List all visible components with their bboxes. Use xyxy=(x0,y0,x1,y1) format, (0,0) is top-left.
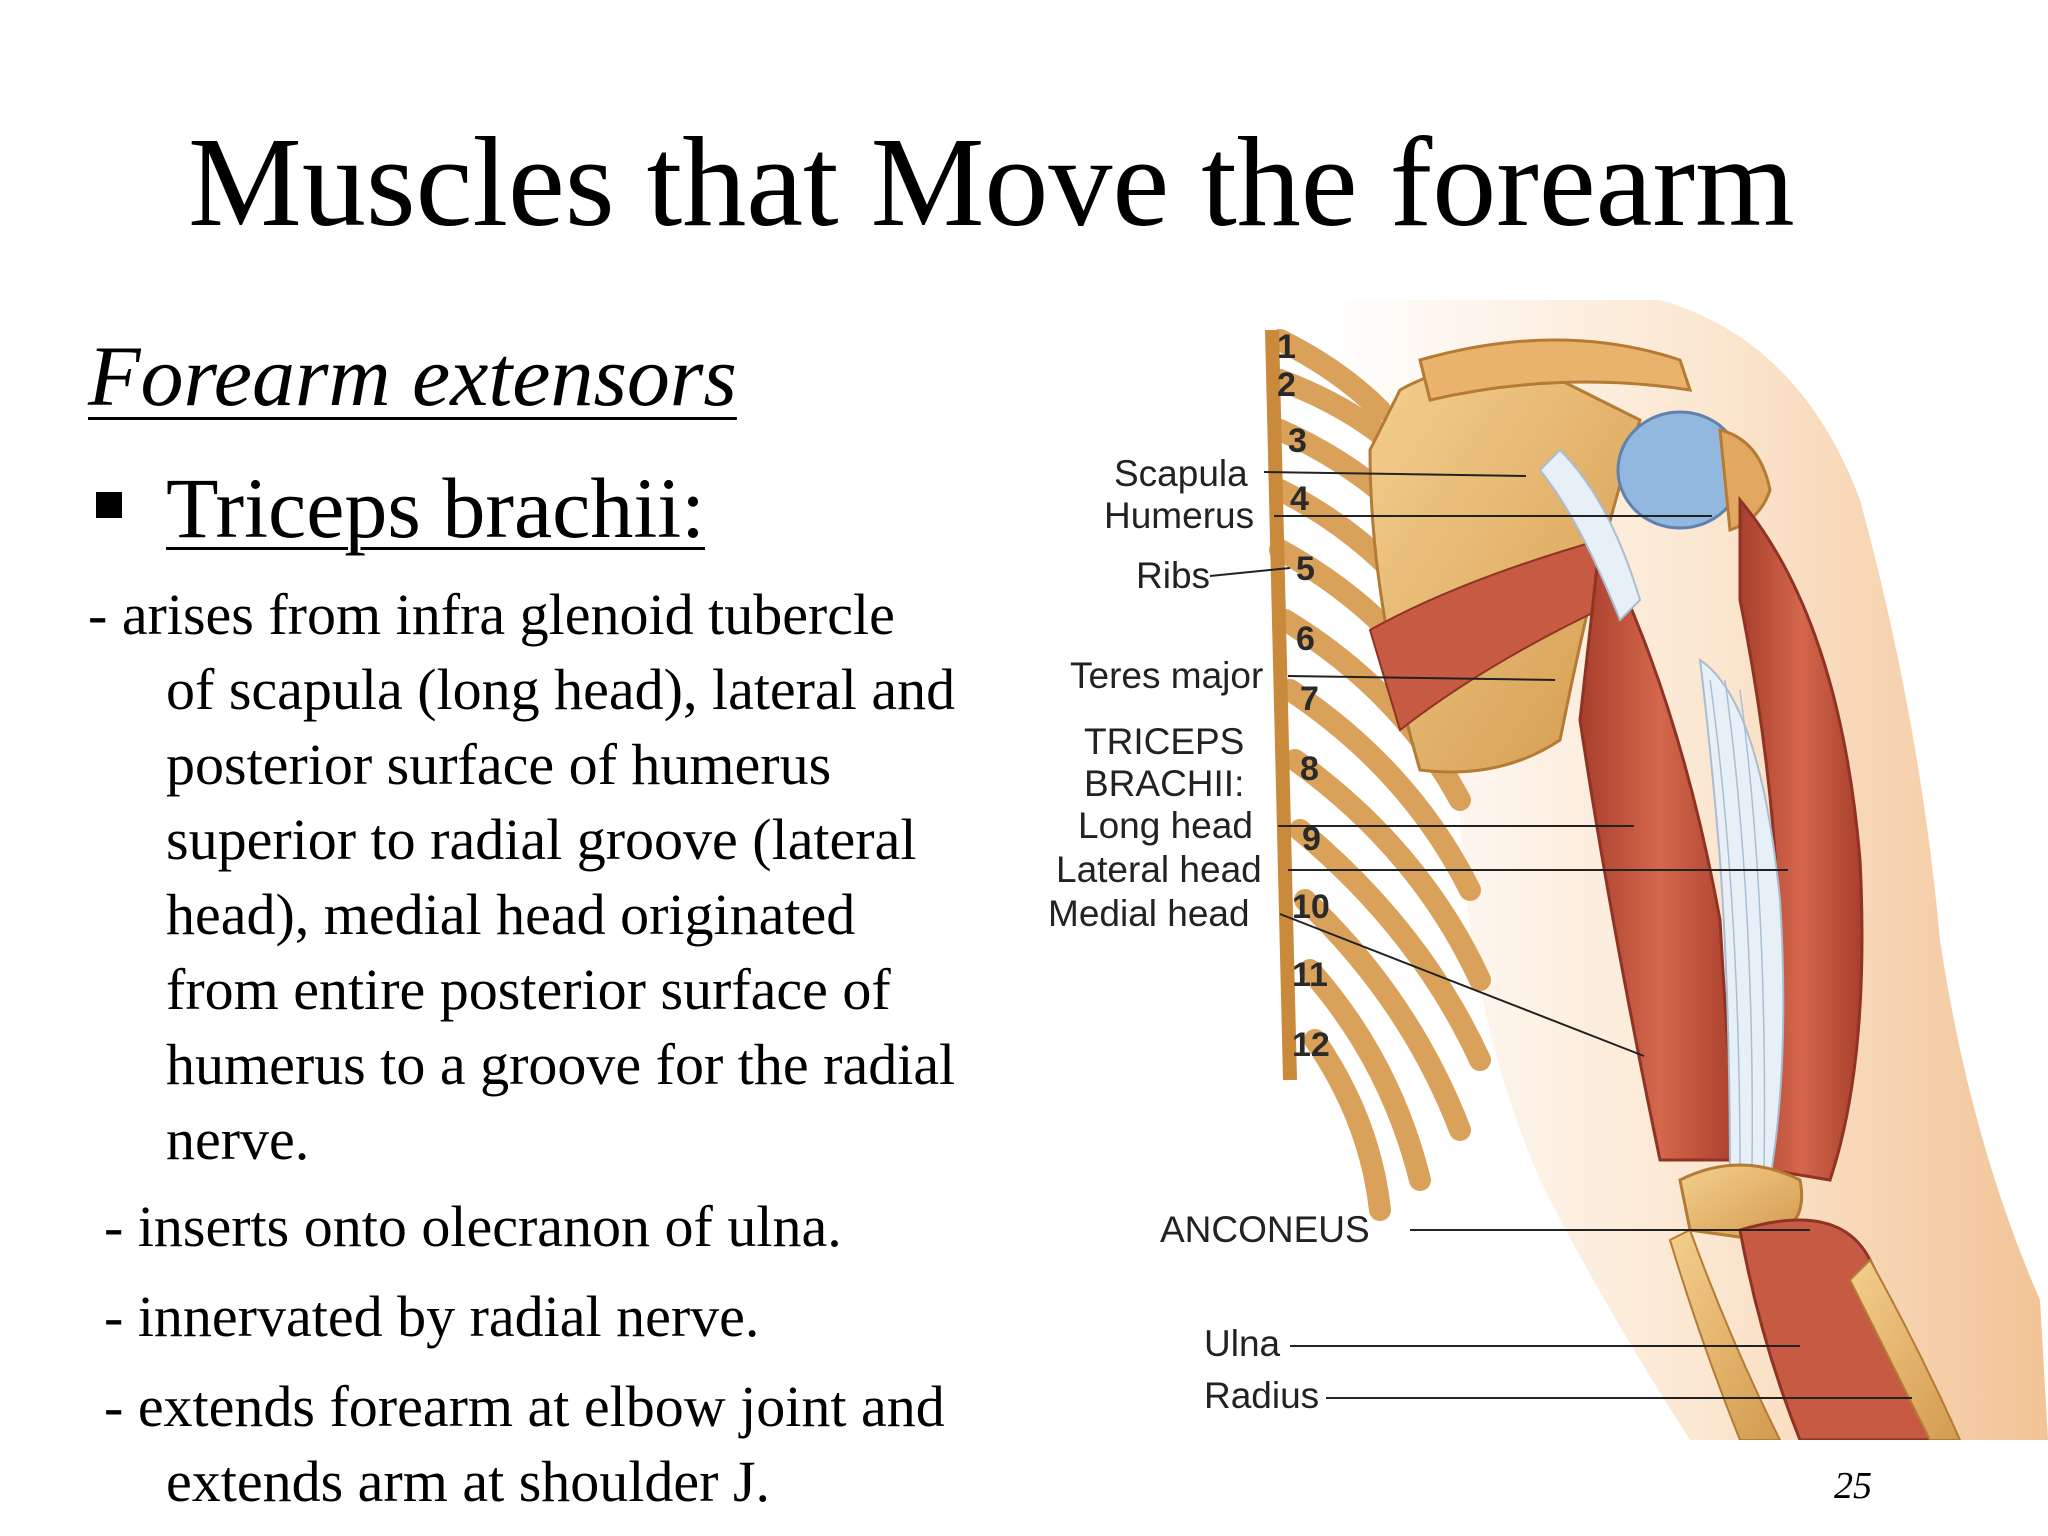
body-line: head), medial head originated xyxy=(166,882,856,947)
label-humerus: Humerus xyxy=(1104,495,1254,536)
slide-title: Muscles that Move the forearm xyxy=(188,111,1795,253)
body-line: nerve. xyxy=(166,1107,310,1172)
body-line: - extends forearm at elbow joint and xyxy=(104,1374,945,1439)
rib-number: 1 xyxy=(1277,328,1296,366)
rib-number: 9 xyxy=(1302,820,1321,858)
leader-lines xyxy=(1209,471,1912,1399)
label-teres-major: Teres major xyxy=(1070,655,1263,696)
rib-number: 10 xyxy=(1292,888,1330,926)
rib-number: 8 xyxy=(1300,750,1319,788)
label-lateral-head: Lateral head xyxy=(1056,849,1262,890)
rib-number: 6 xyxy=(1296,620,1315,658)
body-line: of scapula (long head), lateral and xyxy=(166,657,956,722)
page-number: 25 xyxy=(1834,1465,1872,1507)
bullet-heading-text: Triceps brachii: xyxy=(166,460,706,556)
rib-number: 7 xyxy=(1300,680,1319,718)
body-line: - inserts onto olecranon of ulna. xyxy=(104,1194,842,1259)
rib-number: 12 xyxy=(1292,1026,1330,1064)
body-line: humerus to a groove for the radial xyxy=(166,1032,956,1097)
triceps-lateral-head xyxy=(1738,495,1864,1182)
rib-number: 3 xyxy=(1288,422,1307,460)
section-subtitle: Forearm extensors xyxy=(88,328,737,424)
rib-number: 2 xyxy=(1277,366,1296,404)
body-line: - innervated by radial nerve. xyxy=(104,1284,760,1349)
label-scapula: Scapula xyxy=(1114,453,1248,494)
label-brachii: BRACHII: xyxy=(1084,763,1244,804)
body-line: extends arm at shoulder J. xyxy=(166,1449,771,1514)
label-radius: Radius xyxy=(1204,1375,1319,1416)
rib-number: 4 xyxy=(1290,480,1309,518)
rib-number: 5 xyxy=(1296,550,1315,588)
body-line: superior to radial groove (lateral xyxy=(166,807,917,872)
label-long-head: Long head xyxy=(1078,805,1253,846)
rib-numbers: 1 2 3 4 5 6 7 8 9 10 11 12 xyxy=(1277,328,1330,1064)
radius-bone xyxy=(1848,1258,1962,1440)
label-anconeus: ANCONEUS xyxy=(1160,1209,1370,1250)
label-triceps: TRICEPS xyxy=(1084,721,1244,762)
rib-number: 11 xyxy=(1292,956,1328,994)
anatomy-figure: 1 2 3 4 5 6 7 8 9 10 11 12 Scapula Humer… xyxy=(1040,300,2048,1440)
body-line: - arises from infra glenoid tubercle xyxy=(88,582,895,647)
body-line: from entire posterior surface of xyxy=(166,957,891,1022)
ulna-bone xyxy=(1668,1228,1782,1440)
body-line: posterior surface of humerus xyxy=(166,732,832,797)
label-medial-head: Medial head xyxy=(1048,893,1250,934)
square-bullet-icon xyxy=(96,492,122,518)
label-ulna: Ulna xyxy=(1204,1323,1281,1364)
label-ribs: Ribs xyxy=(1136,555,1210,596)
